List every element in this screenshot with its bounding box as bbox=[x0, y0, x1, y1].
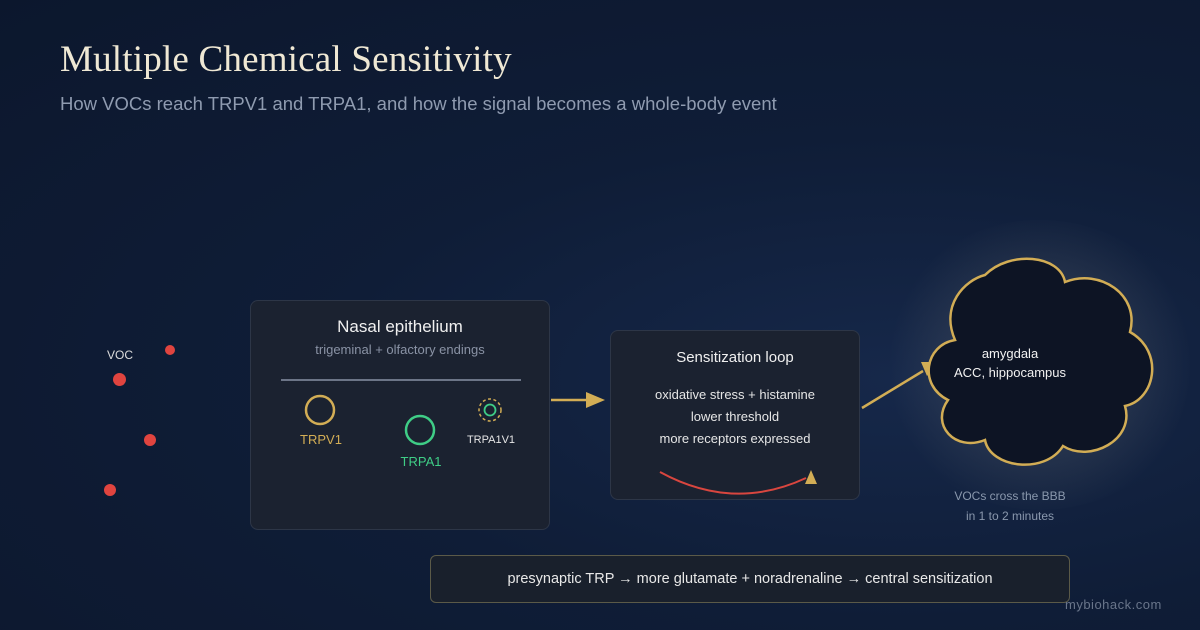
loop-arc bbox=[659, 471, 807, 495]
loop-line-3: more receptors expressed bbox=[659, 431, 811, 446]
brain-cloud-icon bbox=[927, 257, 1154, 466]
epithelium-divider bbox=[281, 379, 521, 381]
trpv1-label: TRPV1 bbox=[300, 432, 342, 447]
loop-arrowhead-icon bbox=[805, 470, 817, 484]
trpa1v1-inner-ring-icon bbox=[483, 403, 497, 417]
page-title: Multiple Chemical Sensitivity bbox=[60, 39, 512, 80]
brain-region-amygdala: amygdala bbox=[981, 346, 1039, 361]
arrowhead-icon bbox=[586, 392, 605, 408]
bbb-note-line-1: VOCs cross the BBB bbox=[954, 489, 1066, 503]
loop-line-1: oxidative stress + histamine bbox=[654, 387, 816, 402]
central-sensitization-box: presynaptic TRP → more glutamate + norad… bbox=[430, 555, 1070, 603]
bbb-note-line-2: in 1 to 2 minutes bbox=[965, 509, 1055, 523]
loop-line-2: lower threshold bbox=[690, 409, 780, 424]
loop-to-brain-arrow bbox=[861, 369, 924, 410]
trpa1v1-outer-ring-icon bbox=[478, 398, 502, 422]
voc-dot bbox=[165, 345, 175, 355]
loop-card-title: Sensitization loop bbox=[676, 349, 794, 366]
voc-dot bbox=[113, 373, 126, 386]
voc-dot bbox=[144, 434, 156, 446]
nasal-card-subtitle: trigeminal + olfactory endings bbox=[315, 342, 485, 357]
trpa1-label: TRPA1 bbox=[400, 454, 442, 469]
brand-watermark: mybiohack.com bbox=[1065, 597, 1162, 612]
sensitization-loop-card: Sensitization loop oxidative stress + hi… bbox=[610, 330, 860, 500]
voc-label: VOC bbox=[107, 348, 134, 362]
page-subtitle: How VOCs reach TRPV1 and TRPA1, and how … bbox=[60, 93, 777, 114]
trpv1-receptor-icon bbox=[304, 394, 336, 426]
voc-dot bbox=[104, 484, 116, 496]
trpa1-receptor-icon bbox=[404, 414, 436, 446]
brain-region-acc-hippocampus: ACC, hippocampus bbox=[954, 365, 1066, 380]
nasal-card-title: Nasal epithelium bbox=[337, 317, 463, 336]
trpa1v1-label: TRPA1V1 bbox=[466, 434, 516, 446]
nasal-epithelium-card: Nasal epithelium trigeminal + olfactory … bbox=[250, 300, 550, 530]
